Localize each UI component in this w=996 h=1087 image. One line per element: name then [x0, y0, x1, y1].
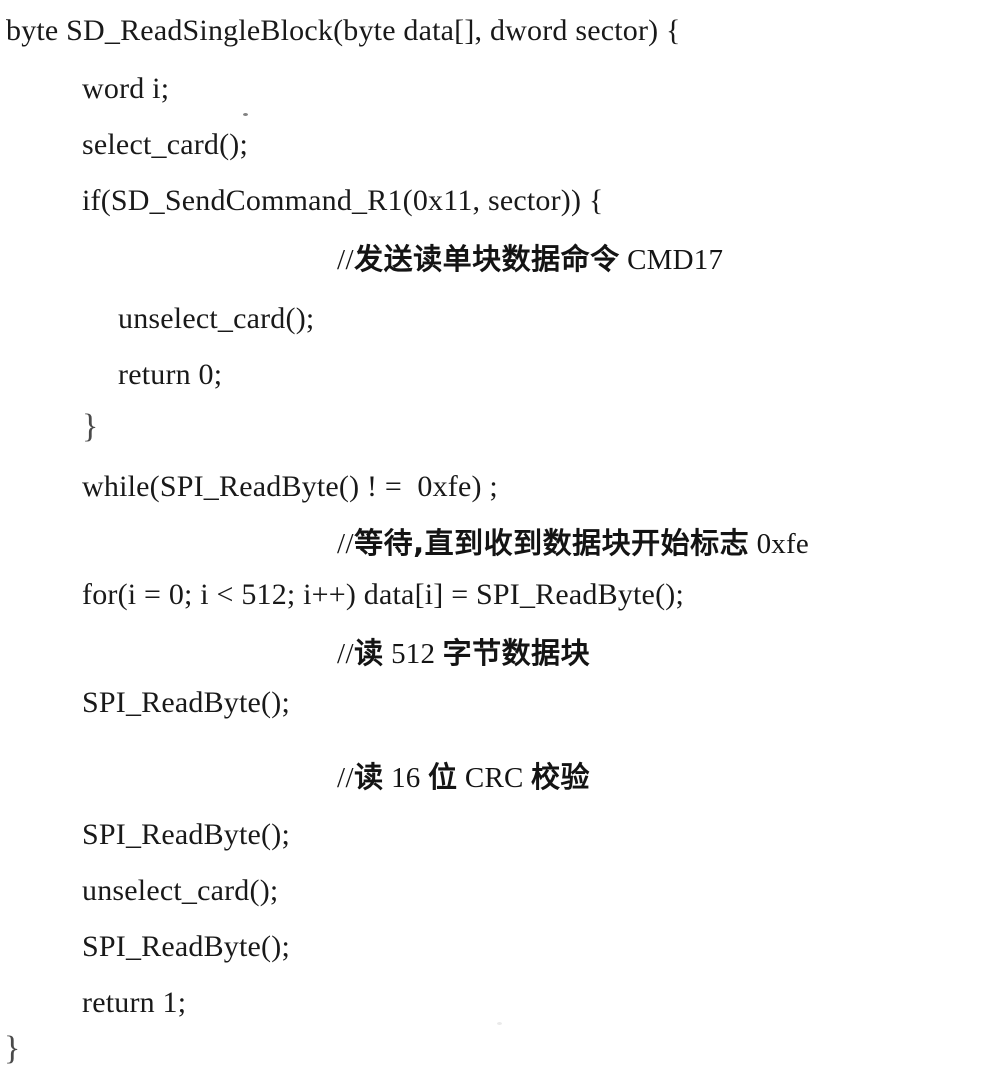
code-line-call-select-card: select_card(); — [82, 128, 249, 161]
closing-brace-if-block: } — [82, 408, 99, 445]
code-line-for-read-block: for(i = 0; i < 512; i++) data[i] = SPI_R… — [82, 578, 684, 611]
code-line-call-unselect-card-1: unselect_card(); — [118, 302, 315, 335]
comment-cmd17: //发送读单块数据命令 CMD17 — [337, 242, 723, 277]
comment-latin-text: 16 — [383, 762, 428, 794]
comment-read-crc: //读 16 位 CRC 校验 — [337, 760, 590, 795]
code-line-while-wait: while(SPI_ReadByte() ! = 0xfe) ; — [82, 470, 498, 503]
scan-speck-artifact — [497, 1022, 502, 1025]
comment-latin-text: 0xfe — [749, 528, 809, 560]
comment-cjk-tail-text: 校验 — [531, 760, 591, 794]
scan-speck-artifact — [243, 113, 248, 116]
comment-cjk-text: 读 — [354, 760, 384, 794]
comment-cjk-mid-text: 位 — [427, 760, 458, 794]
comment-latin-tail-text: CRC — [457, 762, 531, 794]
comment-cjk-tail-text: 字节数据块 — [442, 636, 591, 670]
code-line-return-one: return 1; — [82, 986, 187, 1019]
comment-latin-text: CMD17 — [619, 244, 724, 276]
comment-cjk-text: 发送读单块数据命令 — [354, 242, 620, 276]
code-line-call-readbyte-3: SPI_ReadByte(); — [82, 930, 290, 963]
comment-cjk-text: 读 — [354, 636, 384, 670]
comment-latin-text: 512 — [383, 638, 443, 670]
closing-brace-function: } — [4, 1030, 21, 1067]
code-line-if-sendcommand: if(SD_SendCommand_R1(0x11, sector)) { — [82, 184, 604, 217]
code-line-call-readbyte-2: SPI_ReadByte(); — [82, 818, 290, 851]
comment-slashes: // — [337, 638, 355, 670]
code-line-fn-signature: byte SD_ReadSingleBlock(byte data[], dwo… — [6, 14, 681, 47]
comment-cjk-text: 等待,直到收到数据块开始标志 — [354, 526, 750, 560]
code-line-return-zero: return 0; — [118, 358, 223, 391]
comment-read-512-bytes: //读 512 字节数据块 — [337, 636, 590, 671]
comment-slashes: // — [337, 528, 355, 560]
code-line-call-unselect-card-2: unselect_card(); — [82, 874, 279, 907]
code-line-decl-word-i: word i; — [82, 72, 170, 105]
comment-slashes: // — [337, 244, 355, 276]
comment-slashes: // — [337, 762, 355, 794]
comment-wait-start-token: //等待,直到收到数据块开始标志 0xfe — [337, 526, 809, 561]
code-line-call-readbyte-crc: SPI_ReadByte(); — [82, 686, 290, 719]
